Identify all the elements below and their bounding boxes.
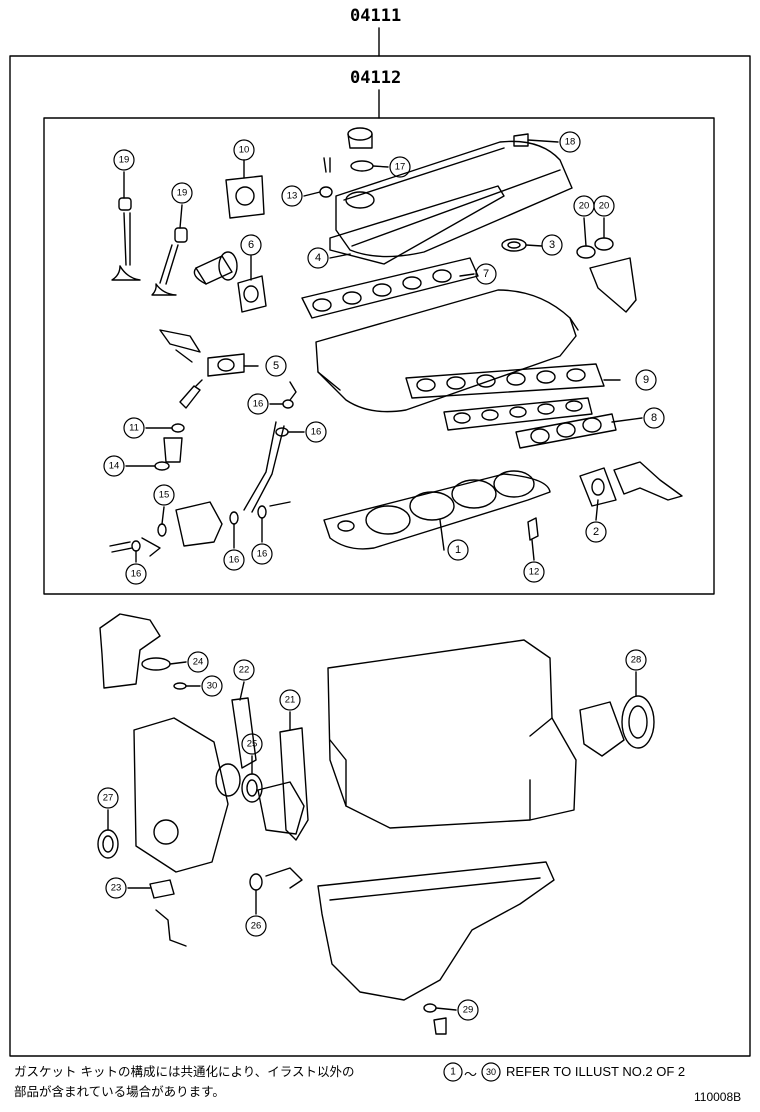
head-gasket-drawing xyxy=(323,473,551,550)
assembly-code: 04111 xyxy=(350,6,402,26)
water-pump-drawing xyxy=(257,781,305,835)
footer-note: ガスケット キットの構成には共通化により、イラスト以外の 部品が含まれている場合… xyxy=(14,1062,414,1102)
callout-16c: 16 xyxy=(257,549,268,560)
gasket-8b-drawing xyxy=(515,413,617,449)
isc-valve-drawing xyxy=(175,501,223,547)
callout-16e: 16 xyxy=(311,427,322,438)
ref-from-number: 1 xyxy=(450,1067,456,1078)
gasket-7-drawing xyxy=(301,257,479,319)
oil-filter-bracket-drawing xyxy=(99,613,161,689)
rear-oil-seal-drawing xyxy=(621,695,655,749)
callout-16b: 16 xyxy=(229,555,240,566)
gasket-26-drawing xyxy=(249,873,263,891)
footer-note-line-2: 部品が含まれている場合があります。 xyxy=(14,1084,225,1099)
callout-4: 4 xyxy=(315,252,321,264)
callout-29: 29 xyxy=(463,1005,474,1016)
exhaust-valve-drawing xyxy=(151,227,188,296)
oil-pan-drawing xyxy=(317,861,555,1001)
callout-22: 22 xyxy=(239,665,250,676)
callout-circles xyxy=(97,131,665,1082)
gasket-12-drawing xyxy=(527,517,539,541)
intake-valve-drawing xyxy=(111,197,141,281)
water-pipe-drawing xyxy=(589,257,637,313)
gasket-9-drawing xyxy=(405,363,605,399)
timing-cover-drawing xyxy=(133,717,229,873)
callout-16a: 16 xyxy=(131,569,142,580)
callout-18: 18 xyxy=(565,137,576,148)
water-outlet-drawing xyxy=(193,251,238,285)
callout-21: 21 xyxy=(285,695,296,706)
callout-30: 30 xyxy=(207,681,218,692)
callout-13: 13 xyxy=(287,191,298,202)
bypass-pipe-drawing xyxy=(243,421,285,513)
subassembly-code: 04112 xyxy=(350,68,402,88)
assembly-frame xyxy=(9,55,751,1057)
gasket-10-drawing xyxy=(225,175,265,219)
callout-2: 2 xyxy=(593,526,599,538)
callout-7: 7 xyxy=(483,268,489,280)
callout-6: 6 xyxy=(248,239,254,251)
ref-to-number: 30 xyxy=(486,1067,496,1077)
callout-10: 10 xyxy=(239,145,250,156)
bracket-drawing xyxy=(613,461,683,501)
callout-25: 25 xyxy=(247,739,258,750)
callout-20b: 20 xyxy=(599,201,610,212)
gasket-22-drawing xyxy=(231,697,257,769)
callout-11: 11 xyxy=(129,423,139,434)
callout-28: 28 xyxy=(631,655,642,666)
callout-8: 8 xyxy=(651,412,657,424)
sensor-drawing xyxy=(159,329,201,363)
ref-text: REFER TO ILLUST NO.2 OF 2 xyxy=(506,1064,686,1079)
footer-note-line-1: ガスケット キットの構成には共通化により、イラスト以外の xyxy=(14,1064,355,1079)
gasket-4-drawing xyxy=(329,185,505,265)
drain-gasket-drawing xyxy=(423,1003,437,1013)
callout-16d: 16 xyxy=(253,399,264,410)
callout-19b: 19 xyxy=(177,188,188,199)
gasket-6-drawing xyxy=(237,275,267,313)
callout-14: 14 xyxy=(109,461,120,472)
injector-body-drawing xyxy=(163,437,183,463)
gasket-23-drawing xyxy=(149,879,175,899)
head-cover-drawing xyxy=(335,140,573,258)
injector-drawing xyxy=(179,379,203,409)
callout-26: 26 xyxy=(251,921,262,932)
gasket-5-drawing xyxy=(207,353,245,377)
seal-27-drawing xyxy=(97,829,119,859)
callout-23: 23 xyxy=(111,883,122,894)
callout-27: 27 xyxy=(103,793,114,804)
callout-17: 17 xyxy=(395,162,406,173)
callout-1: 1 xyxy=(455,544,461,556)
callout-15: 15 xyxy=(159,490,170,501)
callout-3: 3 xyxy=(549,239,555,251)
cylinder-block-drawing xyxy=(327,639,577,829)
plug-18-drawing xyxy=(513,133,529,147)
callout-20a: 20 xyxy=(579,201,590,212)
callout-5: 5 xyxy=(273,360,279,372)
oil-pipe-drawing xyxy=(155,909,187,947)
subassembly-frame xyxy=(43,117,715,595)
illustration-number: 110008B xyxy=(694,1090,742,1104)
callout-24: 24 xyxy=(193,657,204,668)
ref-tilde: 〜 xyxy=(464,1067,478,1082)
seal-retainer-drawing xyxy=(579,701,625,757)
gasket-2-drawing xyxy=(579,467,617,507)
callout-9: 9 xyxy=(643,374,649,386)
gasket-21-drawing xyxy=(279,727,309,841)
seal-3-drawing xyxy=(501,238,527,252)
gasket-8-drawing xyxy=(443,397,593,431)
callout-12: 12 xyxy=(529,567,540,578)
cylinder-head-drawing xyxy=(315,289,577,413)
callout-19a: 19 xyxy=(119,155,130,166)
